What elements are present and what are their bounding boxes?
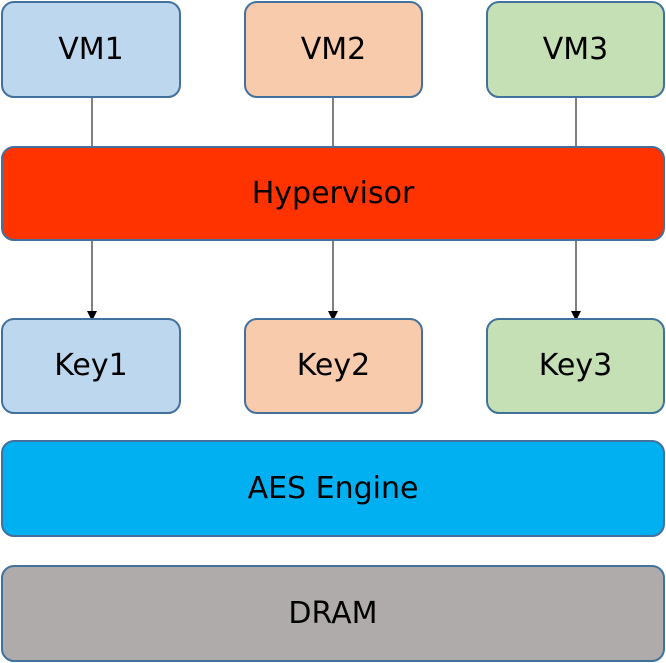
key2-label: Key2	[296, 348, 371, 383]
vm3-box: VM3	[486, 1, 665, 98]
dram-box: DRAM	[1, 565, 665, 662]
vm3-label: VM3	[542, 31, 609, 67]
key1-label: Key1	[54, 348, 128, 383]
vm2-label: VM2	[300, 31, 367, 67]
aes-engine-label: AES Engine	[247, 470, 419, 506]
vm1-label: VM1	[58, 31, 124, 67]
vm1-box: VM1	[1, 1, 181, 98]
key2-box: Key2	[244, 318, 423, 414]
key1-box: Key1	[1, 318, 181, 414]
key3-label: Key3	[538, 348, 613, 383]
dram-label: DRAM	[288, 595, 378, 631]
hypervisor-box: Hypervisor	[1, 146, 665, 241]
key3-box: Key3	[486, 318, 665, 414]
aes-engine-box: AES Engine	[1, 440, 665, 537]
vm2-box: VM2	[244, 1, 423, 98]
hypervisor-label: Hypervisor	[251, 175, 415, 211]
